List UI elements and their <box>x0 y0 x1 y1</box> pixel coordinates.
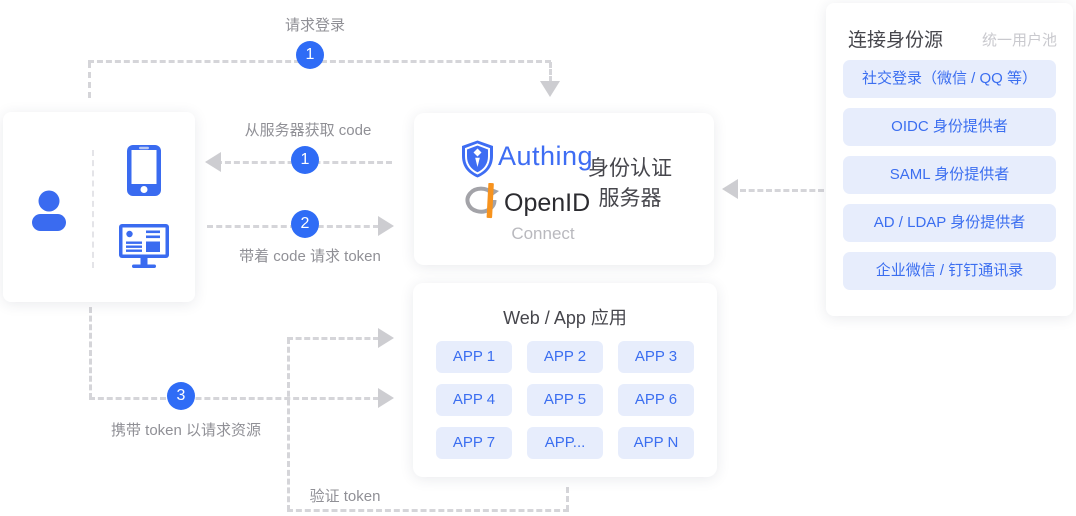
arrowhead-left-icon <box>722 179 738 199</box>
identity-source-item: OIDC 身份提供者 <box>843 108 1056 146</box>
app-chip: APP 7 <box>436 427 512 459</box>
dashed-connector <box>88 62 91 98</box>
auth-server-role-line2: 服务器 <box>598 187 662 210</box>
dashed-connector <box>89 397 379 400</box>
dashed-connector <box>89 307 92 399</box>
step-badge-2: 2 <box>291 210 319 238</box>
carry-token-label: 携带 token 以请求资源 <box>110 422 262 439</box>
vertical-divider <box>92 150 94 268</box>
step-badge-1b: 1 <box>291 146 319 174</box>
apps-card-title: Web / App 应用 <box>503 308 627 328</box>
dashed-connector <box>549 62 552 82</box>
dashed-connector <box>287 509 569 512</box>
user-icon <box>30 190 68 239</box>
step-badge-1: 1 <box>296 41 324 69</box>
identity-source-item: 企业微信 / 钉钉通讯录 <box>843 252 1056 290</box>
app-chip: APP 6 <box>618 384 694 416</box>
send-code-label: 带着 code 请求 token <box>239 248 381 265</box>
unified-user-pool-label: 统一用户池 <box>981 32 1057 49</box>
app-chip: APP 1 <box>436 341 512 373</box>
identity-sources-panel: 连接身份源 统一用户池 社交登录（微信 / QQ 等） OIDC 身份提供者 S… <box>826 3 1073 316</box>
app-chip: APP 4 <box>436 384 512 416</box>
auth-server-role: 身份认证 服务器 <box>572 154 688 214</box>
auth-server-card: Authing OpenID Connect 身份认证 服务器 <box>414 113 714 265</box>
apps-grid: APP 1 APP 2 APP 3 APP 4 APP 5 APP 6 APP … <box>436 341 694 459</box>
app-chip: APP 3 <box>618 341 694 373</box>
apps-card: Web / App 应用 APP 1 APP 2 APP 3 APP 4 APP… <box>413 283 717 477</box>
identity-sources-title: 连接身份源 <box>848 30 944 51</box>
dashed-connector <box>287 338 290 511</box>
app-chip: APP N <box>618 427 694 459</box>
identity-sources-list: 社交登录（微信 / QQ 等） OIDC 身份提供者 SAML 身份提供者 AD… <box>843 60 1056 300</box>
verify-token-label: 验证 token <box>309 488 381 505</box>
arrowhead-left-icon <box>205 152 221 172</box>
dashed-connector <box>287 337 379 340</box>
desktop-monitor-icon <box>119 224 169 274</box>
auth-server-role-line1: 身份认证 <box>588 157 672 180</box>
app-chip: APP... <box>527 427 603 459</box>
mobile-phone-icon <box>127 145 161 201</box>
openid-connect-icon <box>463 182 501 225</box>
arrowhead-right-icon <box>378 328 394 348</box>
openid-connect-label: Connect <box>511 224 575 243</box>
arrowhead-right-icon <box>378 216 394 236</box>
identity-source-item: 社交登录（微信 / QQ 等） <box>843 60 1056 98</box>
get-code-label: 从服务器获取 code <box>244 122 372 139</box>
client-card <box>3 112 195 302</box>
authing-shield-icon <box>461 140 494 183</box>
dashed-connector <box>566 487 569 511</box>
arrowhead-right-icon <box>378 388 394 408</box>
request-login-label: 请求登录 <box>284 17 345 34</box>
authing-wordmark: Authing <box>498 141 594 171</box>
openid-wordmark: OpenID <box>504 189 591 217</box>
app-chip: APP 2 <box>527 341 603 373</box>
arrowhead-down-icon <box>540 81 560 97</box>
identity-source-item: SAML 身份提供者 <box>843 156 1056 194</box>
app-chip: APP 5 <box>527 384 603 416</box>
identity-source-item: AD / LDAP 身份提供者 <box>843 204 1056 242</box>
step-badge-3: 3 <box>167 382 195 410</box>
dashed-connector <box>740 189 824 192</box>
